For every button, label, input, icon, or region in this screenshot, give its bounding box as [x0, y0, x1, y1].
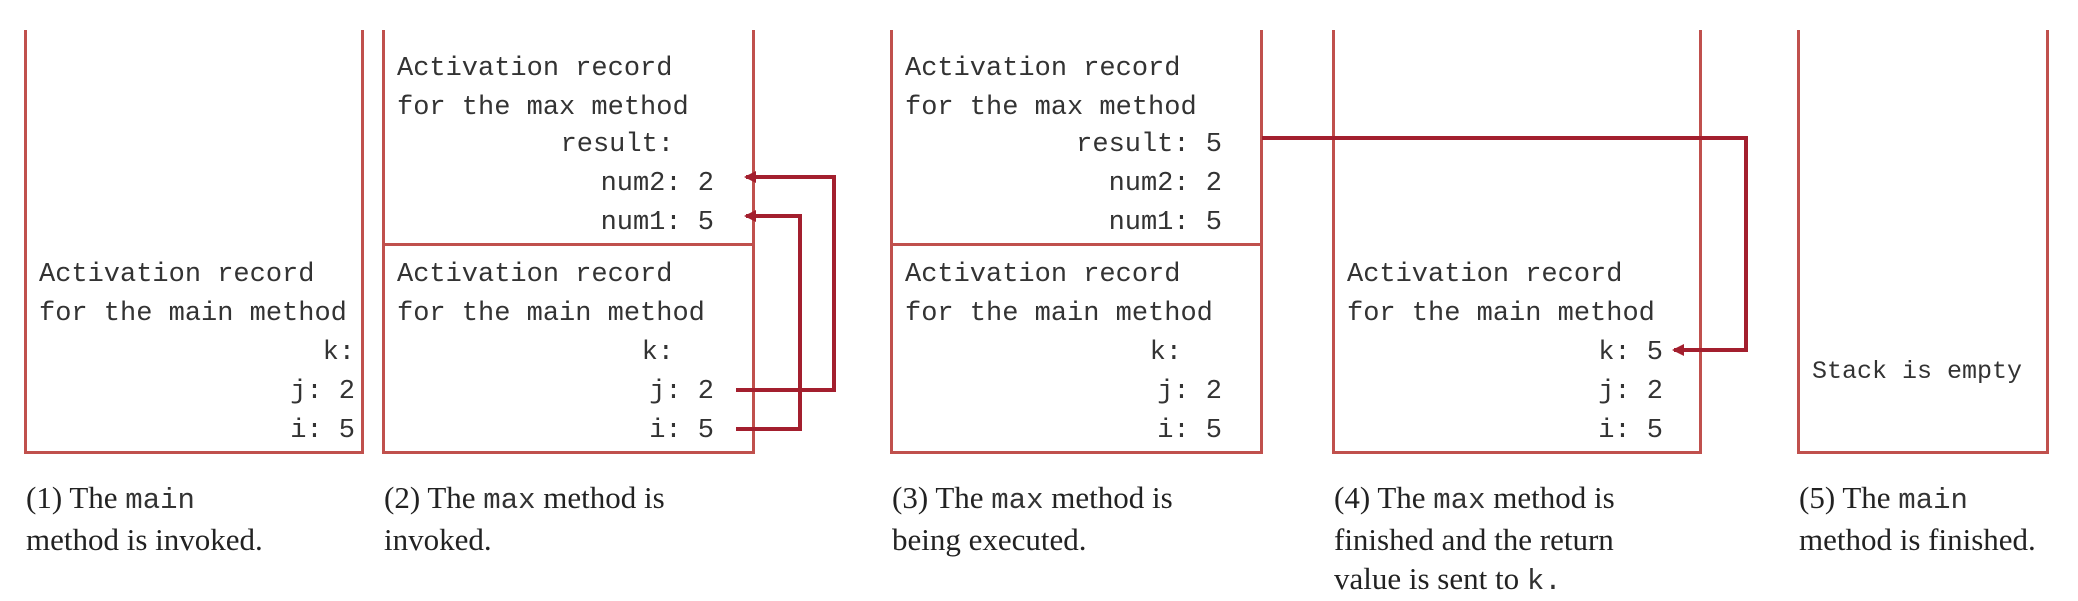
caption-text: (1) The	[26, 480, 126, 515]
var-num2: num2: 2	[1108, 169, 1222, 199]
var-i: i: 5	[1598, 416, 1663, 446]
record-divider	[893, 243, 1260, 246]
caption-line-2: invoked.	[384, 522, 492, 557]
max-record-title: Activation record	[905, 54, 1181, 84]
caption-line-1: (4) The max method is	[1334, 478, 1615, 520]
main-record-subtitle: for the main method	[1347, 299, 1655, 329]
main-record-title: Activation record	[1347, 260, 1623, 290]
max-record-title: Activation record	[397, 54, 673, 84]
caption-line-2: finished and the return	[1334, 522, 1614, 557]
var-k: k:	[641, 338, 674, 368]
caption-code: main	[125, 484, 195, 517]
caption-5: (5) The main method is finished.	[1799, 478, 2036, 559]
caption-text: (4) The	[1334, 480, 1434, 515]
caption-code: k.	[1526, 565, 1562, 598]
var-i: i: 5	[1157, 416, 1222, 446]
caption-text: (3) The	[892, 480, 992, 515]
var-k: k: 5	[1598, 338, 1663, 368]
stack-4: Activation record for the main method k:…	[1332, 30, 1702, 454]
caption-line-3: value is sent to k.	[1334, 559, 1615, 601]
arrow-i-to-num1	[736, 210, 802, 431]
caption-1: (1) The main method is invoked.	[26, 478, 263, 559]
stack-empty-label: Stack is empty	[1812, 357, 2023, 386]
caption-text: method is	[1485, 480, 1615, 515]
var-num1: num1: 5	[1108, 208, 1222, 238]
var-num1: num1: 5	[600, 208, 714, 238]
var-k: k:	[322, 338, 355, 368]
var-i: i: 5	[649, 416, 714, 446]
var-i: i: 5	[290, 416, 355, 446]
caption-line-1: (3) The max method is	[892, 478, 1173, 520]
main-record-subtitle: for the main method	[39, 299, 347, 329]
caption-line-1: (1) The main	[26, 478, 263, 520]
var-result: result:	[560, 130, 674, 160]
caption-line-2: method is invoked.	[26, 522, 263, 557]
main-record-title: Activation record	[397, 260, 673, 290]
main-record-subtitle: for the main method	[397, 299, 705, 329]
max-record-subtitle: for the max method	[397, 93, 689, 123]
max-record-subtitle: for the max method	[905, 93, 1197, 123]
main-record-title: Activation record	[39, 260, 315, 290]
main-record-subtitle: for the main method	[905, 299, 1213, 329]
var-j: j: 2	[1157, 377, 1222, 407]
record-divider	[385, 243, 752, 246]
caption-code: max	[991, 484, 1044, 517]
var-num2: num2: 2	[600, 169, 714, 199]
caption-3: (3) The max method is being executed.	[892, 478, 1173, 559]
stack-2: Activation record for the max method res…	[382, 30, 755, 454]
caption-line-1: (2) The max method is	[384, 478, 665, 520]
caption-text: method is	[535, 480, 665, 515]
var-result: result: 5	[1076, 130, 1222, 160]
arrows-layer	[736, 136, 1748, 431]
caption-code: max	[483, 484, 536, 517]
var-k: k:	[1149, 338, 1182, 368]
caption-line-1: (5) The main	[1799, 478, 2036, 520]
var-j: j: 2	[649, 377, 714, 407]
main-record-title: Activation record	[905, 260, 1181, 290]
caption-2: (2) The max method is invoked.	[384, 478, 665, 559]
arrow-j-to-num2	[736, 171, 836, 392]
stack-3: Activation record for the max method res…	[890, 30, 1263, 454]
caption-code: main	[1898, 484, 1968, 517]
caption-text: (2) The	[384, 480, 484, 515]
caption-text: value is sent to	[1334, 561, 1527, 596]
caption-text: (5) The	[1799, 480, 1899, 515]
stack-5: Stack is empty	[1797, 30, 2049, 454]
caption-4: (4) The max method is finished and the r…	[1334, 478, 1615, 601]
var-j: j: 2	[290, 377, 355, 407]
caption-line-2: method is finished.	[1799, 522, 2036, 557]
stack-1: Activation record for the main method k:…	[24, 30, 364, 454]
var-j: j: 2	[1598, 377, 1663, 407]
arrow-result-to-k	[1262, 136, 1748, 356]
caption-code: max	[1433, 484, 1486, 517]
caption-line-2: being executed.	[892, 522, 1087, 557]
caption-text: method is	[1043, 480, 1173, 515]
